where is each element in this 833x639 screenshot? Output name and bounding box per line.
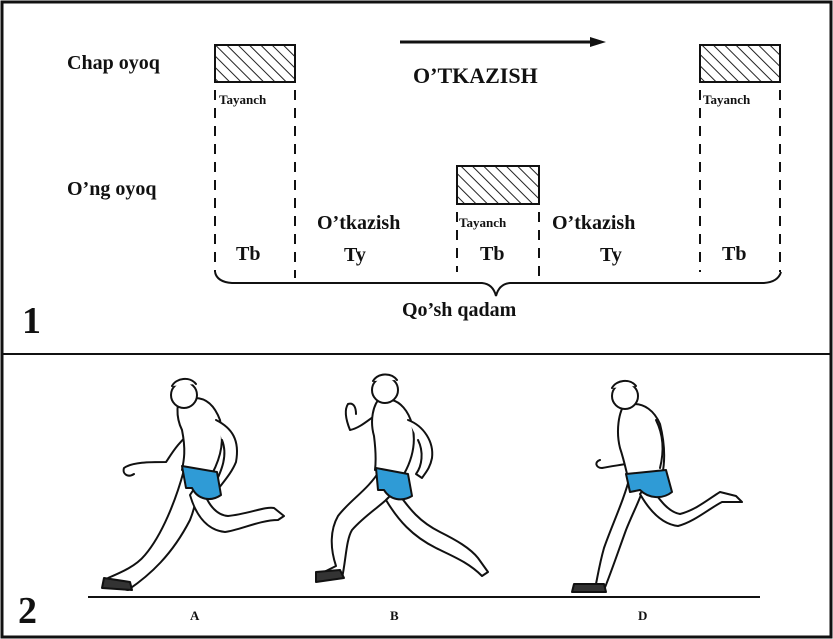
tayanch-label-middle: Tayanch: [459, 215, 507, 230]
dashed-phase-lines: [214, 90, 781, 278]
ty-label-1: Ty: [344, 244, 366, 266]
tb-label-2: Tb: [480, 243, 504, 265]
runner-b-shorts: [375, 467, 413, 501]
runner-a-shorts: [181, 465, 222, 501]
left-foot-support-box-2: [699, 44, 781, 83]
panel-2-runners: 2: [18, 373, 760, 632]
panel-1-step-diagram: 1 Chap oyoq O’ng oyoq O’TKAZISH Tayanch …: [22, 37, 782, 342]
chap-oyoq-label: Chap oyoq: [67, 52, 160, 74]
tayanch-label-left: Tayanch: [219, 92, 267, 107]
panel-1-number: 1: [22, 300, 41, 342]
runner-label-b: B: [390, 608, 399, 623]
ty-label-2: Ty: [600, 244, 622, 266]
tayanch-label-right: Tayanch: [703, 92, 751, 107]
tb-label-1: Tb: [236, 243, 260, 265]
runner-b: [315, 373, 489, 583]
otkazish-label-right: O’tkazish: [552, 212, 635, 234]
right-foot-support-box: [456, 165, 540, 205]
direction-arrowhead: [590, 37, 606, 47]
otkazish-heading: O’TKAZISH: [413, 63, 538, 88]
double-step-brace: [214, 271, 782, 297]
ong-oyoq-label: O’ng oyoq: [67, 178, 156, 200]
runner-label-d: D: [638, 608, 647, 623]
runner-d-shorts: [625, 469, 673, 498]
runner-d: [571, 380, 743, 593]
panel-2-number: 2: [18, 590, 37, 632]
runner-label-a: A: [190, 608, 200, 623]
tb-label-3: Tb: [722, 243, 746, 265]
qosh-qadam-label: Qo’sh qadam: [402, 299, 517, 321]
left-foot-support-box-1: [214, 44, 296, 83]
runner-a: [101, 378, 285, 591]
otkazish-label-left: O’tkazish: [317, 212, 400, 234]
